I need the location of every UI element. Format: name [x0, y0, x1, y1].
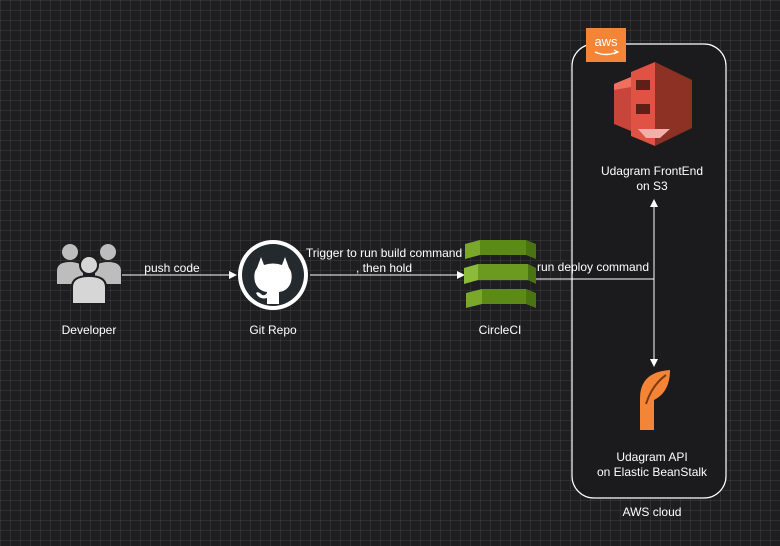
api-label-line2: on Elastic BeanStalk: [597, 465, 708, 479]
edge-trigger-build[interactable]: Trigger to run build command , then hold: [306, 246, 465, 279]
elastic-beanstalk-icon: [640, 370, 670, 430]
s3-bucket-icon: [614, 62, 692, 146]
circleci-label: CircleCI: [479, 323, 522, 337]
edge-push-code[interactable]: push code: [122, 261, 237, 279]
node-frontend-s3[interactable]: Udagram FrontEnd on S3: [601, 62, 703, 193]
aws-logo-icon: aws: [586, 28, 626, 62]
github-icon: [238, 240, 308, 310]
edge-trigger-label-line2: , then hold: [356, 261, 412, 275]
frontend-label-line1: Udagram FrontEnd: [601, 164, 703, 178]
circleci-codebuild-icon: [464, 240, 536, 308]
node-api-beanstalk[interactable]: Udagram API on Elastic BeanStalk: [597, 370, 708, 479]
frontend-label-line2: on S3: [636, 179, 668, 193]
git-repo-label: Git Repo: [249, 323, 297, 337]
aws-badge-text: aws: [594, 34, 618, 49]
aws-cloud-group[interactable]: aws AWS cloud: [571, 28, 727, 519]
users-icon: [57, 244, 121, 305]
api-label-line1: Udagram API: [616, 450, 687, 464]
node-developer[interactable]: Developer: [57, 244, 121, 337]
edge-trigger-label-line1: Trigger to run build command: [306, 246, 462, 260]
developer-label: Developer: [62, 323, 117, 337]
node-circleci[interactable]: CircleCI: [464, 240, 536, 337]
edge-run-deploy[interactable]: run deploy command: [536, 199, 658, 367]
edge-run-deploy-label: run deploy command: [537, 260, 649, 274]
aws-cloud-label: AWS cloud: [623, 505, 682, 519]
node-git-repo[interactable]: Git Repo: [238, 240, 308, 337]
edge-push-code-label: push code: [144, 261, 200, 275]
